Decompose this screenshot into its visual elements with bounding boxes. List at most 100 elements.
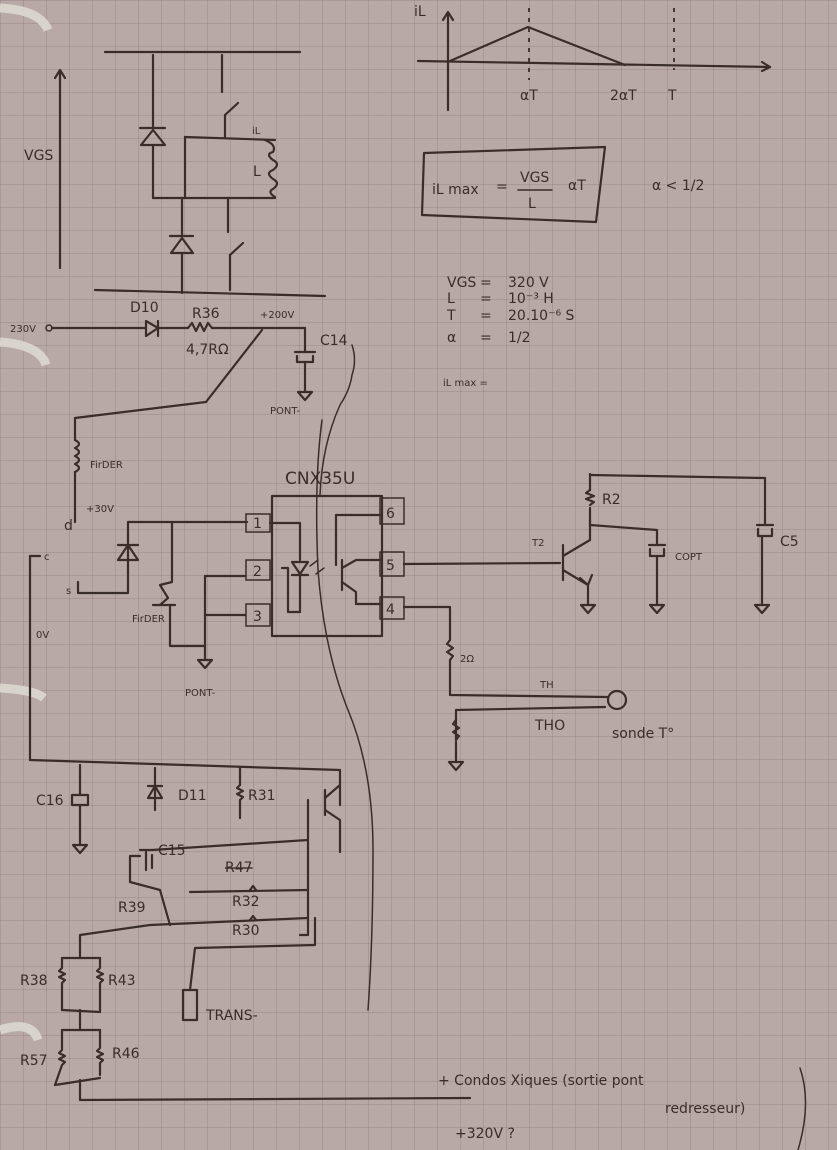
- handwritten-note: + Condos Xiques (sortie pont redresseur)…: [438, 1067, 807, 1150]
- input-230v-label: 230V: [10, 324, 36, 335]
- svg-text:TRANS-: TRANS-: [205, 1008, 258, 1024]
- svg-text:=: =: [480, 291, 492, 307]
- ground-pont: [296, 390, 314, 402]
- light-arrows: [309, 559, 325, 575]
- svg-text:=: =: [480, 275, 492, 291]
- svg-text:R43: R43: [108, 973, 136, 989]
- svg-text:R30: R30: [232, 923, 260, 939]
- diode-lower: [169, 236, 195, 255]
- svg-text:L: L: [447, 291, 455, 307]
- formula-factor: αT: [568, 178, 586, 194]
- svg-text:FirDER: FirDER: [90, 460, 123, 471]
- parameter-list: VGS = 320 V L = 10⁻³ H T = 20.10⁻⁶ S α =…: [443, 275, 575, 389]
- svg-text:=: =: [496, 179, 508, 195]
- svg-text:C16: C16: [36, 793, 64, 809]
- inductor-L: [263, 138, 279, 199]
- right-stage-circuit: T2 R2 COPT C5 2Ω TH THO sonde T°: [402, 472, 799, 772]
- resistor-r36: [186, 321, 214, 333]
- pin-6: [379, 497, 405, 525]
- binder-rings: [0, 3, 53, 1042]
- wire-curve: [319, 344, 356, 496]
- il-label: iL: [252, 126, 261, 137]
- led: [290, 560, 310, 576]
- svg-text:2: 2: [253, 564, 262, 580]
- pin-2: [245, 559, 271, 581]
- svg-text:D10: D10: [130, 300, 159, 316]
- optocoupler-body: [270, 494, 384, 638]
- svg-text:α: α: [447, 330, 456, 346]
- resistor-r31: [235, 783, 245, 802]
- resistor-r2: [584, 488, 596, 507]
- x-tick-2alphaT: 2αT: [610, 88, 637, 104]
- x-axis: [416, 59, 772, 69]
- svg-text:TH: TH: [539, 680, 554, 691]
- svg-text:5: 5: [386, 558, 395, 574]
- svg-text:R57: R57: [20, 1053, 48, 1069]
- svg-text:T: T: [446, 308, 456, 324]
- note-line-1: + Condos Xiques (sortie pont: [438, 1073, 644, 1089]
- svg-text:2Ω: 2Ω: [460, 654, 474, 665]
- alpha-constraint: α < 1/2: [652, 178, 704, 194]
- switch-lower: [228, 241, 245, 257]
- x-axis-arrow: [760, 60, 772, 73]
- svg-text:320 V: 320 V: [508, 275, 549, 291]
- pin-3: [245, 603, 271, 627]
- formula-numerator: VGS: [520, 170, 549, 186]
- bottom-stage-circuit: C16 D11 R31 C15 R47 R32 R39 R30 TRANS-: [20, 758, 472, 1102]
- svg-text:+200V: +200V: [260, 310, 294, 321]
- optocoupler-cnx35u: CNX35U 1 2 3 4 5 6: [245, 419, 405, 1011]
- y-axis-arrow: [441, 10, 455, 22]
- svg-text:R46: R46: [112, 1046, 140, 1062]
- svg-text:T2: T2: [531, 538, 544, 549]
- note-line-3: +320V ?: [455, 1126, 515, 1142]
- resistor-r43: [95, 956, 105, 1014]
- y-axis-label: iL: [414, 4, 426, 20]
- capacitor-c14: [293, 350, 317, 364]
- svg-text:COPT: COPT: [675, 552, 703, 563]
- svg-text:R36: R36: [192, 306, 220, 322]
- svg-text:THO: THO: [534, 718, 565, 734]
- svg-text:20.10⁻⁶ S: 20.10⁻⁶ S: [508, 308, 575, 324]
- transformer-winding: [73, 438, 81, 474]
- probe-connector: [606, 689, 628, 711]
- capacitor-copt: [647, 543, 667, 558]
- diode-d11: [146, 784, 164, 800]
- optocoupler-part: CNX35U: [285, 469, 355, 489]
- svg-text:C5: C5: [780, 534, 799, 550]
- svg-text:FirDER: FirDER: [132, 614, 165, 625]
- svg-text:R2: R2: [602, 492, 621, 508]
- svg-text:1/2: 1/2: [508, 330, 531, 346]
- svg-text:=: =: [480, 330, 492, 346]
- svg-text:10⁻³ H: 10⁻³ H: [508, 291, 554, 307]
- switch-upper: [223, 101, 240, 117]
- x-tick-alphaT: αT: [520, 88, 538, 104]
- resistor-r46: [95, 1028, 105, 1077]
- note-line-2: redresseur): [665, 1101, 745, 1117]
- resistor-2ohm: [445, 638, 455, 662]
- vgs-label: VGS: [24, 148, 53, 164]
- result-line: iL max =: [443, 378, 488, 389]
- svg-text:R32: R32: [232, 894, 260, 910]
- svg-text:C15: C15: [158, 843, 186, 859]
- svg-text:R31: R31: [248, 788, 276, 804]
- svg-text:PONT-: PONT-: [185, 688, 216, 699]
- svg-text:D11: D11: [178, 788, 207, 804]
- supply-circuit: 230V D10 R36 4,7RΩ +200V C14 PONT-: [10, 300, 356, 496]
- svg-text:PONT-: PONT-: [270, 406, 301, 417]
- half-bridge-schematic: VGS iL L: [24, 50, 327, 298]
- svg-text:=: =: [480, 308, 492, 324]
- formula-lhs: iL max: [432, 182, 479, 198]
- svg-text:d: d: [64, 518, 73, 534]
- diode-upper: [139, 128, 167, 147]
- svg-text:C14: C14: [320, 333, 348, 349]
- probe-label: sonde T°: [612, 726, 674, 742]
- crossed-label: R47: [225, 860, 253, 876]
- svg-text:3: 3: [253, 609, 262, 625]
- note-paren: [797, 1067, 807, 1150]
- transformer-circuit: FirDER +30V d c s 0V FirDER PONT-: [28, 438, 249, 762]
- svg-text:R39: R39: [118, 900, 146, 916]
- capacitor-c5: [755, 523, 775, 538]
- svg-text:4,7RΩ: 4,7RΩ: [186, 342, 229, 358]
- svg-text:6: 6: [386, 506, 395, 522]
